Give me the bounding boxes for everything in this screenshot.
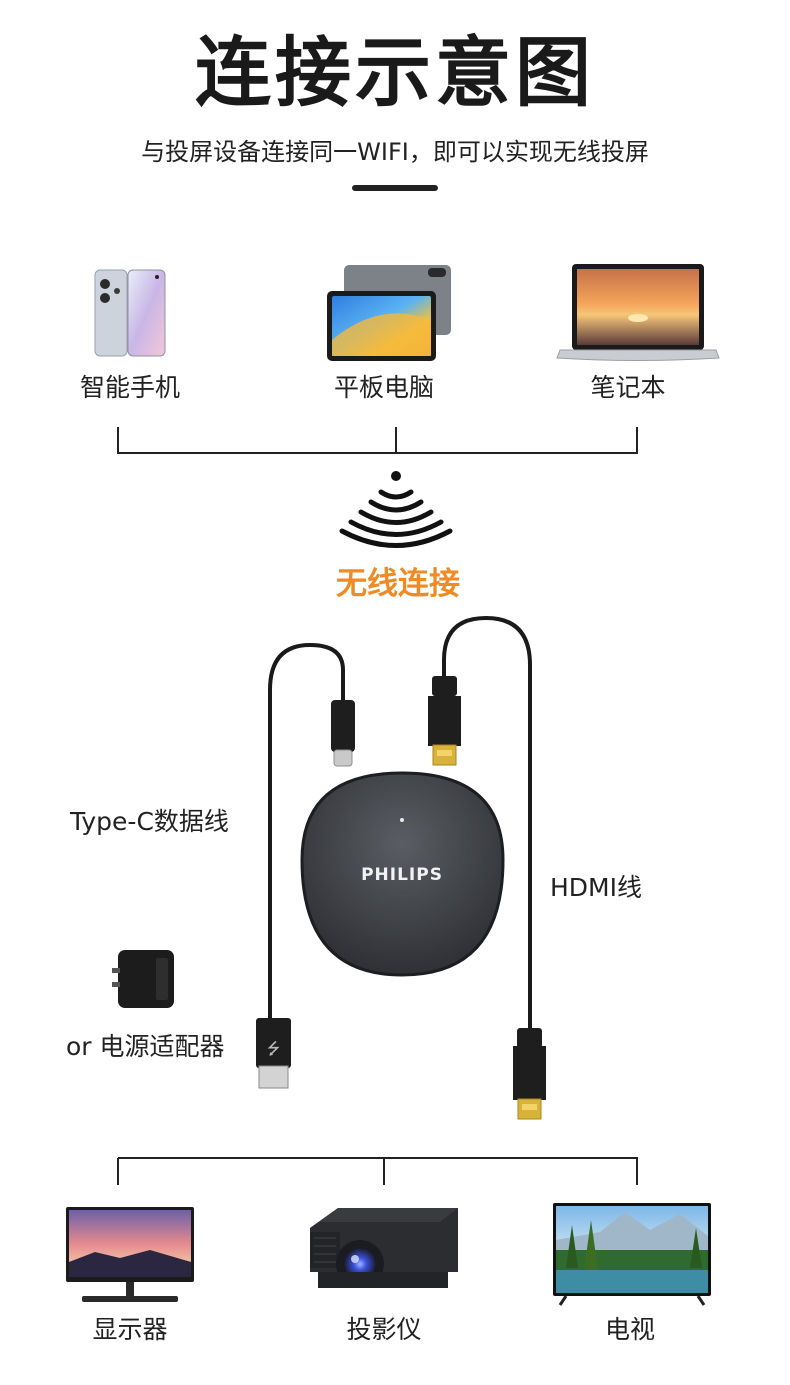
projector-icon <box>310 1208 458 1288</box>
display-label-monitor: 显示器 <box>92 1315 168 1344</box>
laptop-icon <box>556 264 720 361</box>
receiver-device: PHILIPS <box>300 771 505 977</box>
tablet-icon <box>327 265 451 361</box>
source-label-phone: 智能手机 <box>79 373 180 402</box>
hdmi-cable-label: HDMI线 <box>550 873 642 902</box>
monitor-icon <box>66 1207 194 1302</box>
display-label-tv: 电视 <box>604 1315 655 1344</box>
tv-icon <box>553 1203 711 1306</box>
svg-text:⭍: ⭍ <box>267 1039 280 1058</box>
hdmi-cable <box>428 615 546 1120</box>
wifi-signal-icon <box>339 471 453 548</box>
display-label-projector: 投影仪 <box>346 1315 422 1344</box>
receiver-brand: PHILIPS <box>361 865 443 885</box>
adapter-label: or 电源适配器 <box>66 1032 225 1061</box>
power-adapter-icon <box>112 950 174 1008</box>
source-connector-lines <box>117 427 638 454</box>
typec-cable: ⭍ <box>256 642 355 1089</box>
smartphone-icon <box>94 269 166 357</box>
title-divider <box>352 185 438 191</box>
page-subtitle: 与投屏设备连接同一WIFI，即可以实现无线投屏 <box>141 138 649 166</box>
page-title: 连接示意图 <box>195 28 595 117</box>
source-label-laptop: 笔记本 <box>590 373 666 402</box>
wireless-label: 无线连接 <box>336 566 460 602</box>
typec-cable-label: Type-C数据线 <box>70 807 229 836</box>
source-label-tablet: 平板电脑 <box>333 373 434 402</box>
display-connector-lines <box>117 1157 638 1185</box>
